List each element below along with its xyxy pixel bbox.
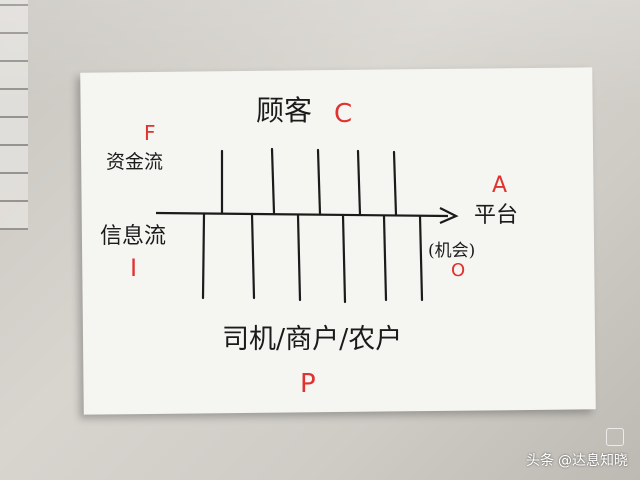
platform-label: 平台 (474, 203, 518, 228)
provider-tag: P (300, 369, 316, 399)
money-flow-label: 资金流 (106, 151, 163, 173)
lower-tick (382, 214, 388, 302)
upper-tick (392, 150, 398, 217)
info-flow-tag: I (130, 254, 137, 282)
upper-ticks (220, 147, 398, 217)
lower-tick (201, 212, 206, 300)
platform-tag: A (492, 173, 507, 198)
lower-tick (250, 212, 256, 300)
money-flow-tag: F (144, 121, 156, 145)
wall-tiles (0, 0, 28, 230)
customer-label: 顾客 (256, 94, 312, 127)
platform-note: (机会) (428, 241, 475, 261)
lower-tick (418, 214, 424, 302)
upper-tick (270, 147, 276, 215)
watermark: 头条 @达息知晓 (526, 450, 628, 470)
watermark-logo-icon (606, 428, 624, 446)
provider-label: 司机/商户/农户 (222, 324, 402, 355)
info-flow-axis (155, 211, 449, 218)
axis-arrowhead (439, 207, 459, 225)
upper-tick (356, 149, 362, 217)
customer-tag: C (334, 99, 352, 129)
lower-ticks (201, 212, 424, 304)
watermark-handle: @达息知晓 (558, 453, 628, 469)
lower-tick (296, 213, 302, 302)
watermark-prefix: 头条 (526, 453, 554, 469)
upper-tick (316, 148, 322, 216)
platform-note-tag: O (451, 260, 465, 281)
info-flow-label: 信息流 (100, 224, 166, 249)
lower-tick (341, 213, 347, 304)
